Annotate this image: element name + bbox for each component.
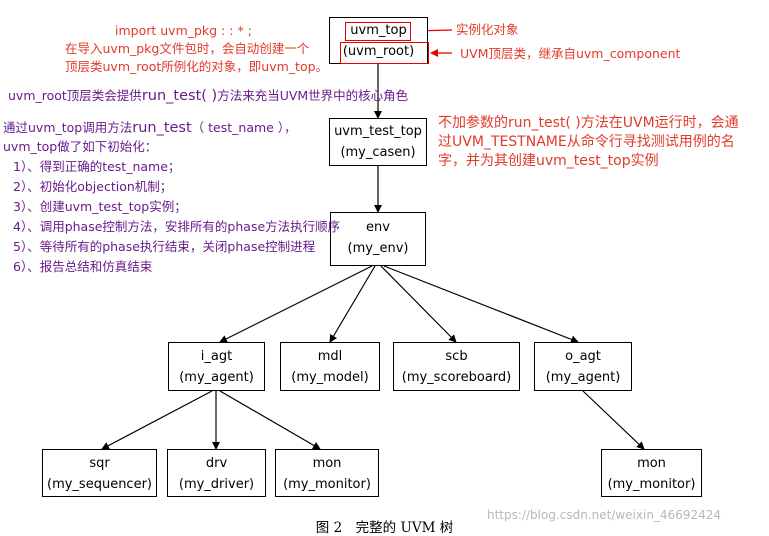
init-title-text-a: 通过uvm_top调用方法 [3,120,133,135]
edge-env-to-i-agt [219,265,373,343]
uvm-root-class-label: UVM顶层类，继承自uvm_component [460,46,681,61]
edge-i-agt-to-mon [219,390,321,450]
uvm-root-role-text-a: uvm_root顶层类会提供 [8,88,142,103]
node-drv: drv (my_driver) [167,449,266,497]
run-test-note-line3: 字，并为其创建uvm_test_top实例 [438,153,659,169]
watermark: https://blog.csdn.net/weixin_46692424 [487,508,722,522]
edge-env-to-mdl [329,265,376,343]
node-instance-name: mon [637,456,666,471]
node-instance-name: mon [312,456,342,471]
edge-env-to-o-agt [383,265,579,344]
node-instance-name: uvm_top [350,23,407,38]
node-sqr: sqr (my_sequencer) [42,449,157,497]
run-test-note-line2: 过UVM_TESTNAME从命令行寻找测试用例的名 [438,134,735,150]
import-description-line2: 顶层类uvm_root所例化的对象，即uvm_top。 [65,59,329,74]
init-step: 5）、等待所有的phase执行结束，关闭phase控制进程 [13,239,316,254]
node-class-name: (uvm_root) [342,44,415,59]
init-step: 2）、初始化objection机制； [13,179,173,194]
node-class-name: (my_casen) [340,145,416,160]
edge-i-agt-to-sqr [101,390,213,450]
node-instance-name: uvm_test_top [334,124,422,139]
node-class-name: (my_monitor) [607,477,696,492]
import-statement: import uvm_pkg : : * ; [115,23,252,38]
init-title-line1: 通过uvm_top调用方法run_test（ test_name ）， [3,119,297,137]
import-description-line1: 在导入uvm_pkg文件包时，会自动创建一个 [65,41,310,56]
init-step: 6）、报告总结和仿真结束 [13,259,153,274]
node-class-name: (my_scoreboard) [401,370,512,385]
node-mon-i-agt: mon (my_monitor) [275,449,379,497]
node-o-agt: o_agt (my_agent) [534,342,632,391]
run-test-note-line1: 不加参数的run_test( )方法在UVM运行时，会通 [438,115,739,131]
init-step: 3）、创建uvm_test_top实例； [13,199,187,214]
node-instance-name: o_agt [565,349,601,364]
node-class-name: (my_agent) [545,370,621,385]
instance-object-label: 实例化对象 [456,22,519,37]
node-i-agt: i_agt (my_agent) [168,342,265,391]
uvm-root-highlight-box [340,42,429,64]
init-step: 4）、调用phase控制方法，安排所有的phase方法执行顺序 [13,219,341,234]
edge-env-to-scb [380,265,457,343]
node-class-name: (my_model) [291,370,369,385]
node-instance-name: mdl [317,349,343,364]
uvm-top-highlight-box [345,22,411,41]
node-class-name: (my_agent) [179,370,254,385]
node-instance-name: drv [205,456,228,471]
edge-o-agt-to-mon [582,390,645,450]
init-title-line2: uvm_top做了如下初始化： [3,139,158,154]
uvm-root-role-text-b: run_test( ) [141,88,218,104]
node-mdl: mdl (my_model) [280,342,380,391]
init-title-text-c: （ test_name ）， [191,120,297,135]
node-instance-name: i_agt [200,349,233,364]
uvm-root-role-text-c: 方法来充当UVM世界中的核心角色 [217,88,409,103]
node-class-name: (my_sequencer) [47,477,152,492]
uvm-root-role-note: uvm_root顶层类会提供run_test( )方法来充当UVM世界中的核心角… [8,87,408,105]
node-class-name: (my_driver) [178,477,255,492]
node-class-name: (my_env) [347,241,409,256]
node-env: env (my_env) [330,212,426,266]
node-scb: scb (my_scoreboard) [393,342,520,391]
node-uvm-test-top: uvm_test_top (my_casen) [329,118,427,166]
node-mon-o-agt: mon (my_monitor) [601,449,702,497]
init-step: 1）、得到正确的test_name； [13,159,181,174]
init-title-text-b: run_test [132,120,192,136]
node-instance-name: scb [445,349,468,364]
node-instance-name: sqr [89,456,110,471]
figure-caption: 图 2 完整的 UVM 树 [315,520,454,536]
node-class-name: (my_monitor) [283,477,371,492]
node-instance-name: env [366,220,390,235]
